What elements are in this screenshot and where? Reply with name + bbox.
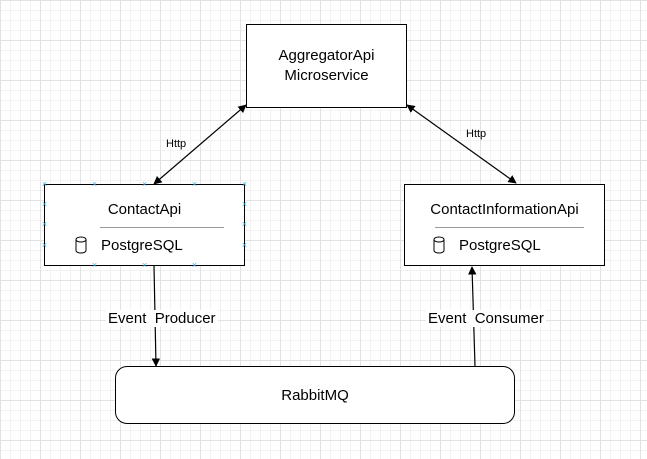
contact-information-api-db-label: PostgreSQL xyxy=(459,236,541,254)
contact-api-divider xyxy=(100,227,224,228)
contact-information-api-title: ContactInformationApi xyxy=(430,201,579,218)
x-handle-icon[interactable]: × xyxy=(91,260,98,270)
contact-api-node[interactable]: ContactApi PostgreSQL xyxy=(44,184,245,266)
x-handle-icon[interactable]: × xyxy=(241,219,248,229)
contact-api-title: ContactApi xyxy=(107,201,182,218)
contact-api-db-label: PostgreSQL xyxy=(101,236,183,254)
http-left-label: Http xyxy=(166,138,187,150)
rabbitmq-label: RabbitMQ xyxy=(281,386,349,404)
contact-api-db: PostgreSQL xyxy=(75,236,183,254)
aggregator-api-node[interactable]: AggregatorApi Microservice xyxy=(246,24,407,108)
contact-information-api-node[interactable]: ContactInformationApi PostgreSQL xyxy=(404,184,605,266)
x-handle-icon[interactable]: × xyxy=(141,179,148,189)
x-handle-icon[interactable]: × xyxy=(141,260,148,270)
x-handle-icon[interactable]: × xyxy=(191,179,198,189)
http-right-label: Http xyxy=(466,128,487,140)
x-handle-icon[interactable]: × xyxy=(41,219,48,229)
aggregator-api-line1: AggregatorApi xyxy=(278,47,375,64)
x-handle-icon[interactable]: × xyxy=(191,260,198,270)
x-handle-icon[interactable]: × xyxy=(41,179,48,189)
contact-information-api-db: PostgreSQL xyxy=(433,236,541,254)
event-consumer-label: Event Consumer xyxy=(426,310,546,327)
event-producer-label: Event Producer xyxy=(106,310,218,327)
x-handle-icon[interactable]: × xyxy=(241,179,248,189)
contact-information-api-divider xyxy=(435,227,584,228)
rabbitmq-node[interactable]: RabbitMQ xyxy=(115,366,515,424)
http-edge-left[interactable] xyxy=(153,104,247,185)
x-handle-icon[interactable]: × xyxy=(241,240,248,250)
x-handle-icon[interactable]: × xyxy=(41,240,48,250)
database-cylinder-icon xyxy=(75,236,87,254)
http-edge-right[interactable] xyxy=(406,104,517,184)
x-handle-icon[interactable]: × xyxy=(91,179,98,189)
aggregator-api-line2: Microservice xyxy=(284,67,369,84)
x-handle-icon[interactable]: × xyxy=(41,199,48,209)
database-cylinder-icon xyxy=(433,236,445,254)
x-handle-icon[interactable]: × xyxy=(241,199,248,209)
